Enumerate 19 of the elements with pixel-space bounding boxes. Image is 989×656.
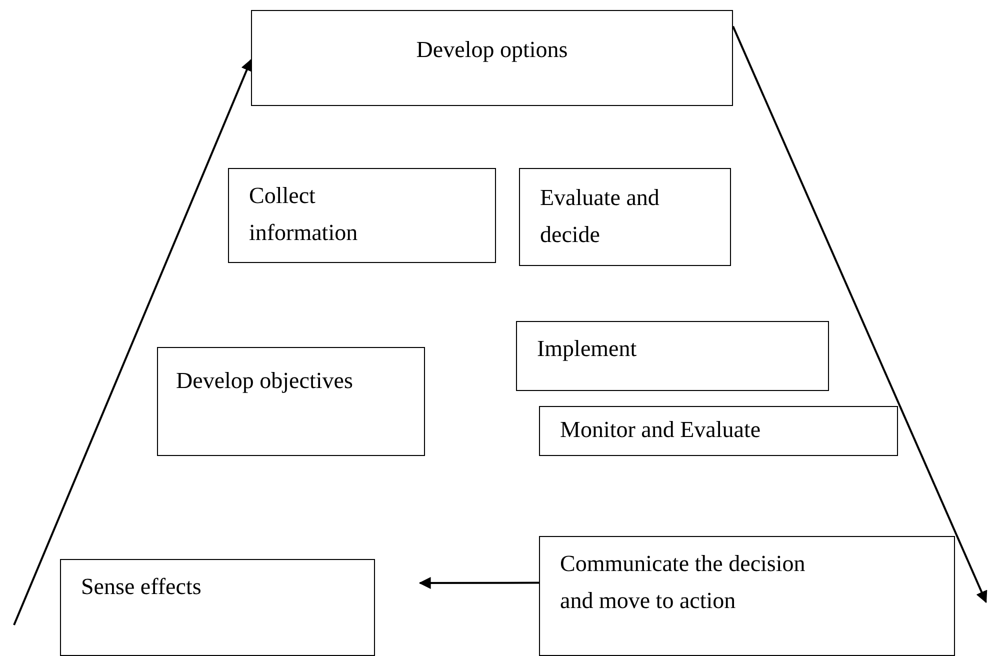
box-label: Collect information bbox=[249, 182, 359, 247]
process-box bbox=[539, 536, 955, 656]
box-label: Develop options bbox=[415, 36, 569, 64]
process-box bbox=[157, 347, 425, 456]
process-box bbox=[519, 168, 731, 266]
arrow bbox=[13, 58, 252, 626]
process-box bbox=[539, 406, 898, 456]
box-label: Evaluate and decide bbox=[540, 184, 660, 249]
box-label: Develop objectives bbox=[176, 367, 354, 395]
box-label: Sense effects bbox=[81, 573, 202, 601]
process-box bbox=[228, 168, 496, 263]
box-label: Communicate the decision and move to action bbox=[560, 550, 806, 615]
box-label: Monitor and Evaluate bbox=[560, 416, 762, 444]
box-label: Implement bbox=[537, 335, 638, 363]
arrow bbox=[732, 26, 988, 604]
arrow bbox=[418, 576, 539, 589]
process-box bbox=[516, 321, 829, 391]
process-box bbox=[251, 10, 733, 106]
process-box bbox=[60, 559, 375, 656]
